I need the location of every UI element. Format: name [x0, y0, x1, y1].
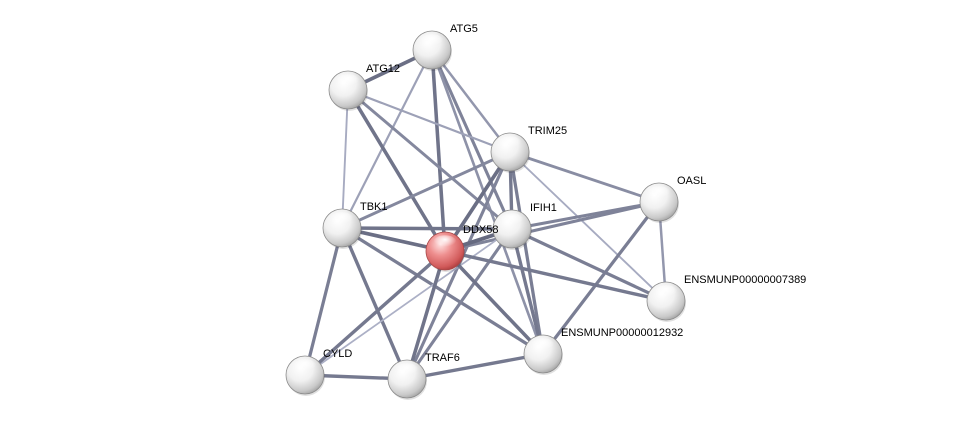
node-gloss — [433, 235, 457, 250]
node-oasl[interactable]: OASL — [639, 175, 706, 223]
node-label: TRAF6 — [425, 352, 460, 364]
node-gloss — [531, 338, 555, 353]
edge-ddx58-traf6 — [405, 249, 447, 381]
edge-trim25-ddx58 — [443, 150, 512, 253]
node-trim25[interactable]: TRIM25 — [490, 125, 567, 173]
edge-ifih1-traf6 — [405, 227, 514, 381]
edge-tbk1-ensmunp00000012932 — [340, 226, 545, 356]
node-label: TRIM25 — [528, 125, 567, 137]
node-ensmunp00000012932[interactable]: ENSMUNP00000012932 — [523, 327, 683, 375]
node-label: CYLD — [323, 348, 352, 360]
edge-oasl-ifih1 — [510, 200, 661, 231]
edge-ddx58-ensmunp00000007389 — [443, 249, 668, 303]
edge-trim25-oasl — [508, 150, 661, 204]
edge-tbk1-traf6 — [340, 226, 409, 381]
node-label: ATG12 — [366, 63, 400, 75]
edge-atg12-trim25 — [346, 88, 512, 154]
edge-trim25-ensmunp00000012932 — [508, 150, 545, 356]
node-gloss — [420, 34, 444, 49]
node-tbk1[interactable]: TBK1 — [322, 201, 388, 249]
edge-atg12-ddx58 — [346, 88, 447, 253]
node-ensmunp00000007389[interactable]: ENSMUNP00000007389 — [646, 274, 806, 322]
node-gloss — [500, 213, 524, 228]
edge-ddx58-ensmunp00000012932 — [443, 249, 545, 356]
node-gloss — [647, 186, 671, 201]
node-label: OASL — [677, 175, 706, 187]
edge-ifih1-ensmunp00000012932 — [510, 227, 545, 356]
node-gloss — [293, 359, 317, 374]
node-label: ENSMUNP00000012932 — [561, 327, 683, 339]
edge-atg12-tbk1 — [341, 89, 349, 229]
edge-ddx58-cyld — [303, 249, 447, 377]
edge-trim25-tbk1 — [340, 150, 512, 230]
node-label: ATG5 — [450, 23, 478, 35]
node-ddx58[interactable]: DDX58 — [425, 224, 498, 272]
node-label: IFIH1 — [530, 202, 557, 214]
node-label: DDX58 — [463, 224, 498, 236]
edge-ifih1-ensmunp00000007389 — [510, 227, 668, 303]
edge-tbk1-ifih1 — [340, 226, 514, 231]
node-gloss — [336, 74, 360, 89]
node-gloss — [330, 212, 354, 227]
edge-traf6-ensmunp00000012932 — [405, 352, 545, 381]
edge-atg5-trim25 — [430, 48, 512, 154]
node-label: TBK1 — [360, 201, 388, 213]
edge-trim25-ensmunp00000007389 — [509, 151, 667, 302]
node-cyld[interactable]: CYLD — [285, 348, 352, 396]
edge-atg5-ddx58 — [430, 48, 447, 253]
node-ifih1[interactable]: IFIH1 — [492, 202, 557, 250]
node-gloss — [654, 285, 678, 300]
node-gloss — [395, 363, 419, 378]
edge-oasl-ddx58 — [443, 200, 661, 253]
edge-ifih1-cyld — [304, 228, 513, 376]
node-atg12[interactable]: ATG12 — [328, 63, 400, 111]
edge-atg5-ifih1 — [430, 48, 514, 231]
edge-oasl-ensmunp00000012932 — [541, 200, 661, 356]
edge-atg5-tbk1 — [340, 48, 434, 230]
node-gloss — [498, 136, 522, 151]
edge-tbk1-cyld — [303, 226, 344, 377]
node-traf6[interactable]: TRAF6 — [387, 352, 460, 400]
node-atg5[interactable]: ATG5 — [412, 23, 478, 71]
node-label: ENSMUNP00000007389 — [684, 274, 806, 286]
